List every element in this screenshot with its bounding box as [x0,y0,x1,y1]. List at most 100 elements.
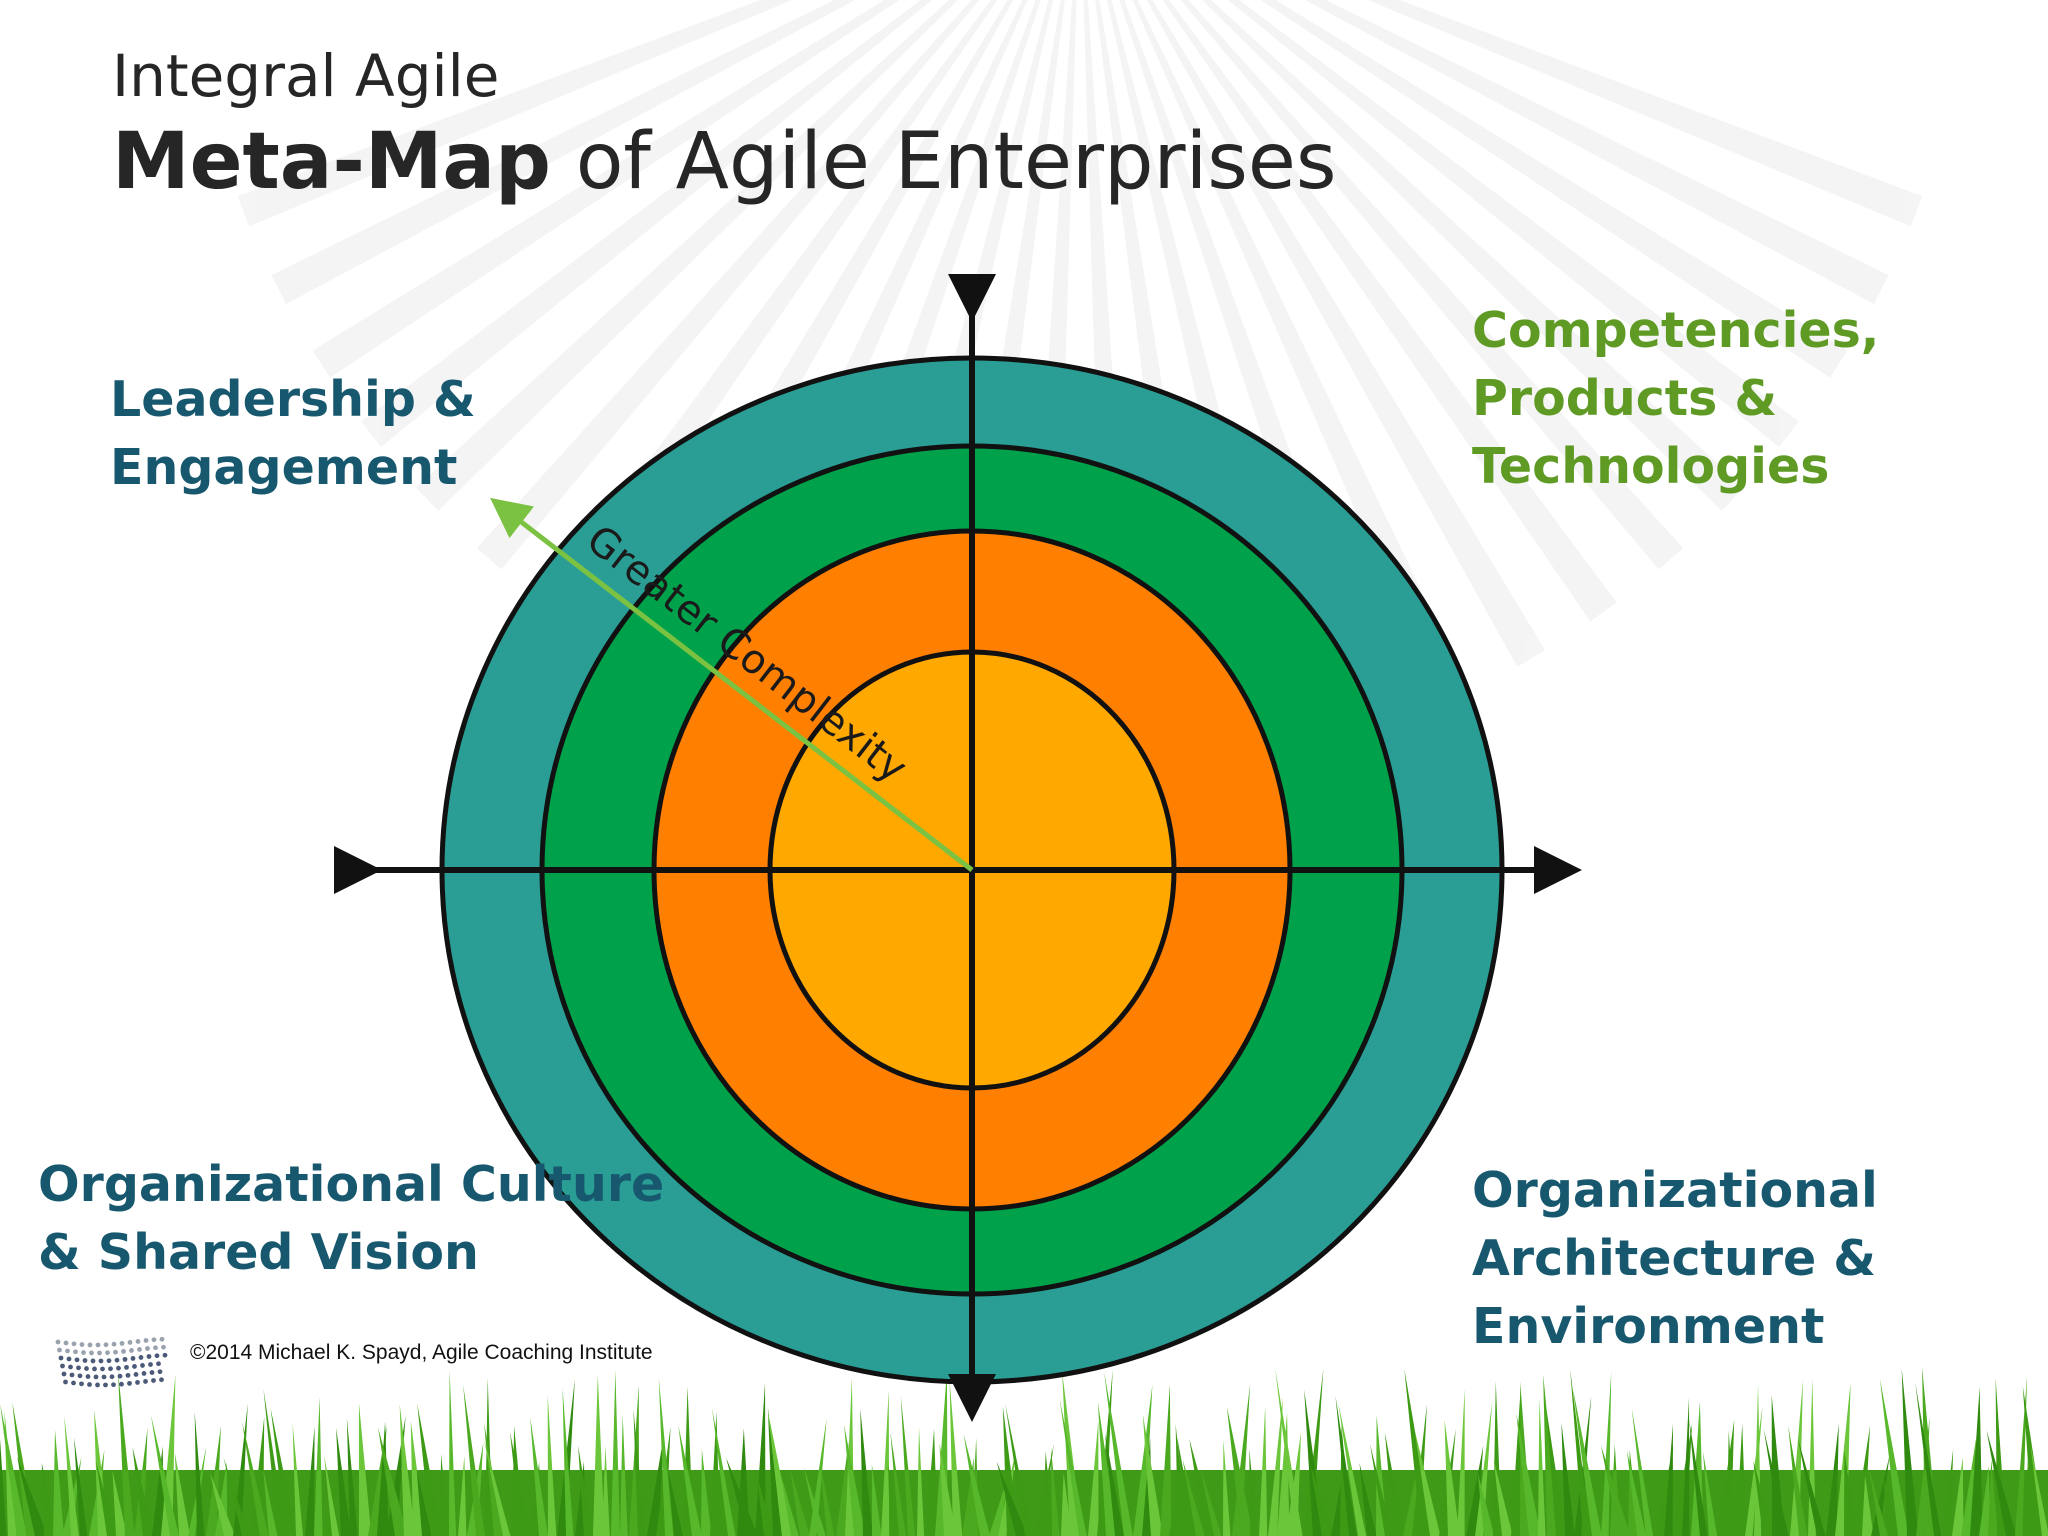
grass-blade [1546,1407,1566,1536]
grass-blade [1359,1462,1377,1536]
grass-blade [484,1439,511,1536]
logo-dot [117,1373,123,1379]
logo-dot [85,1374,91,1379]
grass-blade [1844,1450,1857,1536]
grass-blade [1561,1422,1575,1536]
quadrant-line: Engagement [110,439,458,496]
logo-dot [55,1339,61,1345]
grass-blade [1882,1474,1901,1536]
grass-blade [593,1374,605,1536]
logo-dot [127,1340,133,1345]
grass-blade [1572,1388,1602,1536]
quadrant-line: Architecture & [1472,1230,1877,1287]
grass-blade [53,1429,65,1536]
grass-blade [1763,1428,1789,1536]
grass-blade [1574,1395,1592,1536]
logo-dot [151,1337,157,1343]
grass-blade [1753,1460,1775,1536]
logo-dot [138,1355,144,1360]
grass-blade [95,1461,117,1536]
grass-blade [836,1441,849,1536]
grass-blade [767,1410,794,1536]
logo-dot [87,1342,93,1348]
logo-dot [65,1348,70,1354]
grass-blade [1050,1448,1060,1536]
grass-blade [1797,1437,1826,1536]
grass-blade [509,1431,531,1536]
grass-blade [1249,1448,1258,1536]
grass-blade [1952,1457,1964,1536]
grass-blade [658,1378,674,1536]
logo-dot [116,1365,121,1371]
quadrant-line: Products & [1472,370,1778,427]
grass-blade [611,1370,621,1536]
logo-dot [103,1342,109,1348]
grass-blade [1182,1459,1205,1536]
logo-dot [100,1366,105,1372]
grass-blade [1133,1384,1153,1536]
grass-blade [1745,1405,1763,1536]
logo-dot [101,1374,107,1380]
grass-blade [668,1470,684,1536]
grass-blade [263,1468,278,1536]
grass-blade [484,1422,504,1536]
grass-blade [1853,1425,1871,1536]
grass-blade [578,1445,593,1536]
grass-blade [803,1467,826,1536]
quadrant-line: Competencies, [1472,302,1880,359]
logo-dot [106,1358,112,1364]
grass-blade [1995,1378,2007,1536]
grass-blade [417,1403,443,1536]
grass-blade [678,1425,702,1536]
sunburst-ray [1162,0,1617,622]
grass-blade [1788,1425,1808,1536]
grass-blade [1338,1402,1367,1536]
logo-dot [119,1381,124,1387]
grass-blade [996,1461,1028,1536]
grass-blade [1268,1397,1283,1536]
logo-dot [162,1352,168,1358]
logo-dot [113,1349,118,1355]
quadrant-line: Leadership & [110,371,476,428]
grass-blade [270,1407,297,1536]
logo-dot [145,1346,150,1351]
grass-blade [112,1470,128,1536]
grass-blade [368,1425,387,1536]
grass-blade [1862,1475,1874,1536]
sunburst-background [237,0,1923,780]
grass-blade [399,1404,416,1536]
logo-dot [105,1350,110,1356]
sunburst-ray [361,0,933,447]
globe-dots-logo-icon [55,1336,168,1388]
grass-blade [1682,1397,1690,1536]
grass-blade [1466,1445,1484,1536]
grass-blade [1142,1414,1163,1536]
grass-blade [1943,1448,1954,1536]
grass-blade [726,1457,759,1536]
grass-blade [1727,1430,1736,1536]
logo-dot [148,1362,153,1367]
grass-blade [1104,1433,1124,1536]
grass-blade [1177,1436,1196,1536]
logo-dot [143,1338,149,1343]
grass-blade [710,1411,720,1536]
grass-blade [1986,1429,2017,1536]
grass-blade [530,1416,549,1536]
grass-blade [917,1427,925,1536]
grass-blade [117,1370,135,1536]
grass-blade [1601,1371,1612,1536]
grass-blade [1059,1398,1087,1536]
grass-blade [1493,1460,1513,1536]
logo-dot [159,1336,165,1342]
logo-dot [149,1370,155,1375]
grass-blade [1160,1384,1172,1536]
grass-blade [1457,1388,1465,1536]
grass-blade [890,1432,907,1536]
grass-blade [0,1403,27,1536]
sunburst-ray [1260,0,1848,378]
sunburst-ray [1367,0,1923,227]
logo-dot [79,1381,84,1387]
grass-blade [64,1415,79,1536]
logo-dot [93,1374,99,1380]
